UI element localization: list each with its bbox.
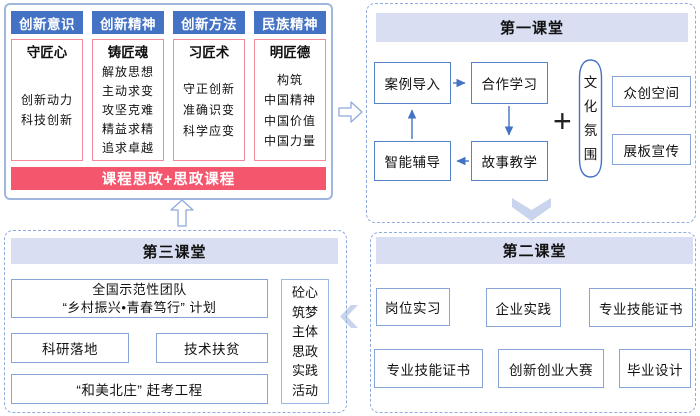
matrix-column-innovation-spirit: 创新精神 铸匠魂 解放思想 主动求变 攻坚克难 精益求精 追求卓越 (92, 11, 164, 161)
matrix-box-title: 明匠德 (269, 45, 311, 60)
block-arrow-up-icon (168, 197, 196, 228)
flow-box-story-teaching: 故事教学 (471, 141, 548, 181)
box-tech-poverty-relief: 技术扶贫 (156, 333, 268, 363)
matrix-column-national-spirit: 民族精神 明匠德 构筑 中国精神 中国价值 中国力量 (254, 11, 326, 161)
matrix-box-body: 创新动力 科技创新 (20, 93, 73, 127)
matrix-box-title: 习匠术 (188, 45, 230, 60)
matrix-column-box: 守匠心 创新动力 科技创新 (11, 39, 83, 161)
team-line-1: 全国示范性团队 (92, 281, 187, 297)
third-classroom-title: 第三课堂 (11, 238, 338, 264)
box-enterprise-practice: 企业实践 (486, 288, 561, 327)
side-box-maker-space: 众创空间 (612, 76, 691, 107)
chevron-left-icon (337, 303, 360, 330)
box-post-internship: 岗位实习 (376, 288, 450, 326)
box-beizhuang-project: “和美北庄” 赶考工程 (11, 374, 268, 404)
vertical-practice-label: 砼心筑梦主体思政实践活动 (291, 285, 318, 398)
third-classroom-panel: 第三课堂 全国示范性团队 “乡村振兴•青春笃行” 计划 科研落地 技术扶贫 “和… (4, 230, 347, 413)
first-classroom-panel: 第一课堂 案例导入 合作学习 智能辅导 故事教学 + 文化氛围 众创空 (366, 3, 696, 223)
matrix-box-body: 构筑 中国精神 中国价值 中国力量 (263, 72, 316, 149)
matrix-column-header: 创新精神 (92, 11, 164, 34)
innovation-matrix-panel: 创新意识 守匠心 创新动力 科技创新 创新精神 铸匠魂 解放思想 主动求变 (4, 3, 333, 200)
matrix-column-box: 铸匠魂 解放思想 主动求变 攻坚克难 精益求精 追求卓越 (92, 39, 164, 161)
flow-box-coop-learning: 合作学习 (471, 62, 548, 104)
culture-atmosphere-shape: 文化氛围 (577, 58, 604, 179)
second-classroom-panel: 第二课堂 岗位实习 企业实践 专业技能证书 专业技能证书 创新创业大赛 毕业设计 (370, 232, 696, 413)
matrix-column-header: 民族精神 (254, 11, 326, 34)
plus-sign: + (553, 103, 572, 139)
matrix-column-innovation-method: 创新方法 习匠术 守正创新 准确识变 科学应变 (173, 11, 245, 161)
box-national-team: 全国示范性团队 “乡村振兴•青春笃行” 计划 (11, 279, 268, 318)
matrix-box-title: 铸匠魂 (107, 45, 149, 60)
side-box-display-board: 展板宣传 (612, 134, 691, 165)
first-classroom-title: 第一课堂 (376, 13, 688, 42)
flow-box-case-intro: 案例导入 (374, 62, 451, 104)
box-research-landing: 科研落地 (11, 333, 129, 363)
box-skill-certificate-1: 专业技能证书 (589, 288, 693, 327)
matrix-column-box: 明匠德 构筑 中国精神 中国价值 中国力量 (254, 39, 326, 161)
matrix-box-title: 守匠心 (26, 45, 68, 60)
block-arrow-right-icon (337, 98, 364, 126)
box-skill-certificate-2: 专业技能证书 (374, 349, 483, 388)
chevron-down-icon (510, 197, 553, 222)
matrix-columns: 创新意识 守匠心 创新动力 科技创新 创新精神 铸匠魂 解放思想 主动求变 (11, 11, 326, 161)
box-concrete-dream-practice: 砼心筑梦主体思政实践活动 (281, 279, 329, 404)
second-classroom-title: 第二课堂 (376, 237, 693, 264)
flow-arrows (407, 78, 514, 166)
matrix-column-box: 习匠术 守正创新 准确识变 科学应变 (173, 39, 245, 161)
curriculum-banner: 课程思政+思政课程 (11, 167, 326, 190)
matrix-column-header: 创新方法 (173, 11, 245, 34)
team-line-2: “乡村振兴•青春笃行” 计划 (62, 299, 217, 315)
culture-atmosphere-label: 文化氛围 (583, 74, 598, 162)
matrix-column-innovation-awareness: 创新意识 守匠心 创新动力 科技创新 (11, 11, 83, 161)
matrix-column-header: 创新意识 (11, 11, 83, 34)
box-innovation-competition: 创新创业大赛 (498, 349, 604, 388)
matrix-box-body: 守正创新 准确识变 科学应变 (182, 82, 235, 138)
flow-box-smart-tutoring: 智能辅导 (374, 141, 451, 181)
box-graduation-design: 毕业设计 (619, 349, 691, 388)
matrix-box-body: 解放思想 主动求变 攻坚克难 精益求精 追求卓越 (101, 65, 154, 155)
